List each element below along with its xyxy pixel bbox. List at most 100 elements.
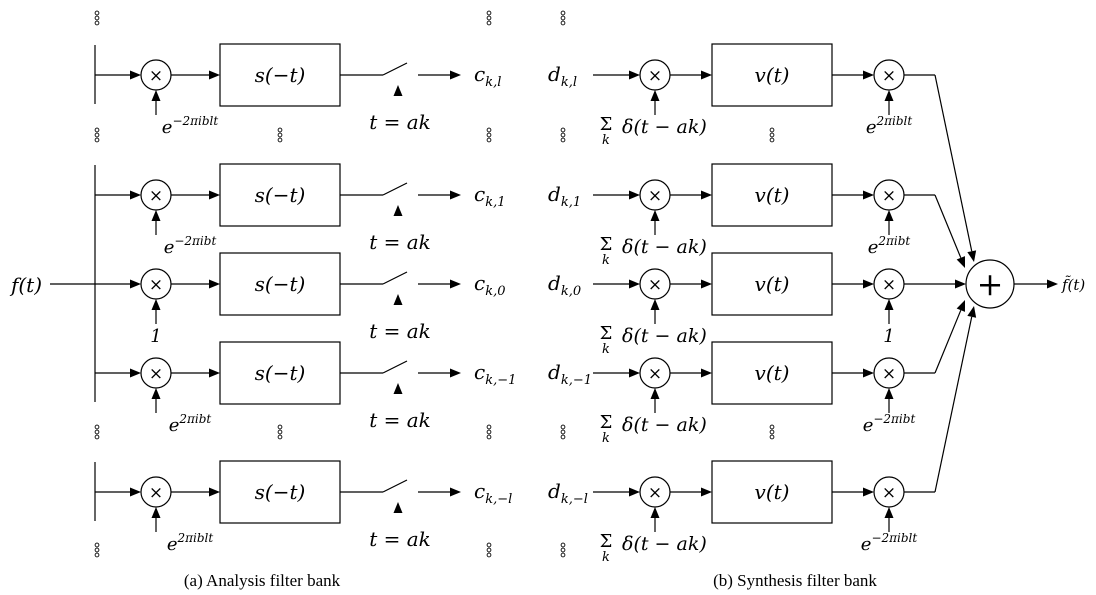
analysis-mod-label: 1 <box>150 326 161 347</box>
arrowhead <box>701 487 712 497</box>
synthesis-filter-label: v(t) <box>755 63 790 87</box>
dot <box>769 434 775 440</box>
dot <box>486 552 492 558</box>
switch-blade <box>382 479 408 493</box>
dot <box>560 10 566 16</box>
dot <box>486 424 492 430</box>
dot <box>560 542 566 548</box>
dot <box>769 137 775 143</box>
dot <box>560 137 566 143</box>
arrowhead <box>884 507 894 518</box>
ellipsis-dots <box>769 127 775 143</box>
dot <box>94 542 100 548</box>
arrowhead <box>629 368 640 378</box>
arrowhead <box>701 368 712 378</box>
synthesis-input-label: dk,l <box>548 62 577 90</box>
arrowhead <box>650 299 660 310</box>
multiply-symbol: × <box>882 66 896 86</box>
switch-blade <box>382 360 408 374</box>
multiply-symbol: × <box>149 186 163 206</box>
synthesis-filter-box <box>711 252 833 316</box>
impulse-sum-index: k <box>602 342 610 357</box>
analysis-filter-box <box>219 252 341 316</box>
synthesis-filter-label: v(t) <box>755 272 790 296</box>
arrowhead <box>393 502 403 513</box>
arrowhead <box>701 279 712 289</box>
dot <box>486 137 492 143</box>
ellipsis-dots <box>277 424 283 440</box>
dot <box>486 429 492 435</box>
ellipsis-dots <box>560 127 566 143</box>
analysis-filter-label: s(−t) <box>255 63 306 87</box>
arrowhead <box>130 368 141 378</box>
arrowhead <box>956 256 965 268</box>
synthesis-mod-label: e−2πibt <box>863 412 916 436</box>
arrowhead <box>1047 279 1058 289</box>
blocks <box>94 10 1058 558</box>
analysis-input-label: f(t) <box>9 273 42 297</box>
multiply-symbol: × <box>882 483 896 503</box>
arrowhead <box>209 487 220 497</box>
sampler-label: t = ak <box>369 319 431 343</box>
synthesis-mod-label: e−2πiblt <box>861 531 918 555</box>
arrowhead <box>629 70 640 80</box>
arrowhead <box>450 279 461 289</box>
impulse-sum-index: k <box>602 133 610 148</box>
synthesis-output-label: f̃(t) <box>1061 276 1085 294</box>
analysis-mod-label: e−2πiblt <box>162 114 219 138</box>
arrowhead <box>863 279 874 289</box>
ellipsis-dots <box>94 424 100 440</box>
dot <box>560 429 566 435</box>
synthesis-input-label: dk,−1 <box>548 360 592 388</box>
dot <box>94 20 100 26</box>
dot <box>277 429 283 435</box>
dot <box>486 132 492 138</box>
arrowhead <box>209 190 220 200</box>
impulse-term: δ(t − ak) <box>622 236 707 258</box>
arrowhead <box>130 70 141 80</box>
analysis-filter-box <box>219 163 341 227</box>
arrowhead <box>967 250 977 262</box>
multiply-symbol: × <box>882 364 896 384</box>
synthesis-mod-label: e2πiblt <box>866 114 913 138</box>
signal-paths <box>50 45 1047 532</box>
analysis-output-label: ck,−l <box>474 479 512 507</box>
dot <box>486 547 492 553</box>
ellipsis-dots <box>769 424 775 440</box>
impulse-term: δ(t − ak) <box>622 414 707 436</box>
analysis-filter-label: s(−t) <box>255 361 306 385</box>
dot <box>94 127 100 133</box>
dot <box>560 132 566 138</box>
labels: f(t) × e−2πiblt s(−t) ck,l t = ak × e−2πibt s(−t… <box>9 62 1085 565</box>
analysis-output-label: ck,1 <box>474 182 505 210</box>
dot <box>94 424 100 430</box>
arrowhead <box>151 90 161 101</box>
multiply-symbol: × <box>648 275 662 295</box>
impulse-sum-symbol: Σ <box>600 114 613 135</box>
arrowhead <box>393 205 403 216</box>
sum-arrow <box>934 194 962 259</box>
dot <box>769 424 775 430</box>
dot <box>486 127 492 133</box>
synthesis-input-label: dk,1 <box>548 182 581 210</box>
multiply-symbol: × <box>648 483 662 503</box>
dot <box>560 20 566 26</box>
dot <box>486 20 492 26</box>
dot <box>769 127 775 133</box>
synthesis-mod-label: 1 <box>883 326 894 347</box>
summing-node <box>965 259 1015 309</box>
analysis-output-label: ck,l <box>474 62 501 90</box>
synthesis-filter-box <box>711 43 833 107</box>
impulse-sum-symbol: Σ <box>600 531 613 552</box>
multiply-symbol: × <box>648 66 662 86</box>
arrowhead <box>393 85 403 96</box>
ellipsis-dots <box>94 542 100 558</box>
switch-blade <box>382 182 408 196</box>
sampler-label: t = ak <box>369 230 431 254</box>
dot <box>560 434 566 440</box>
arrowhead <box>884 388 894 399</box>
analysis-filter-label: s(−t) <box>255 480 306 504</box>
arrowhead <box>701 70 712 80</box>
arrowhead <box>450 368 461 378</box>
